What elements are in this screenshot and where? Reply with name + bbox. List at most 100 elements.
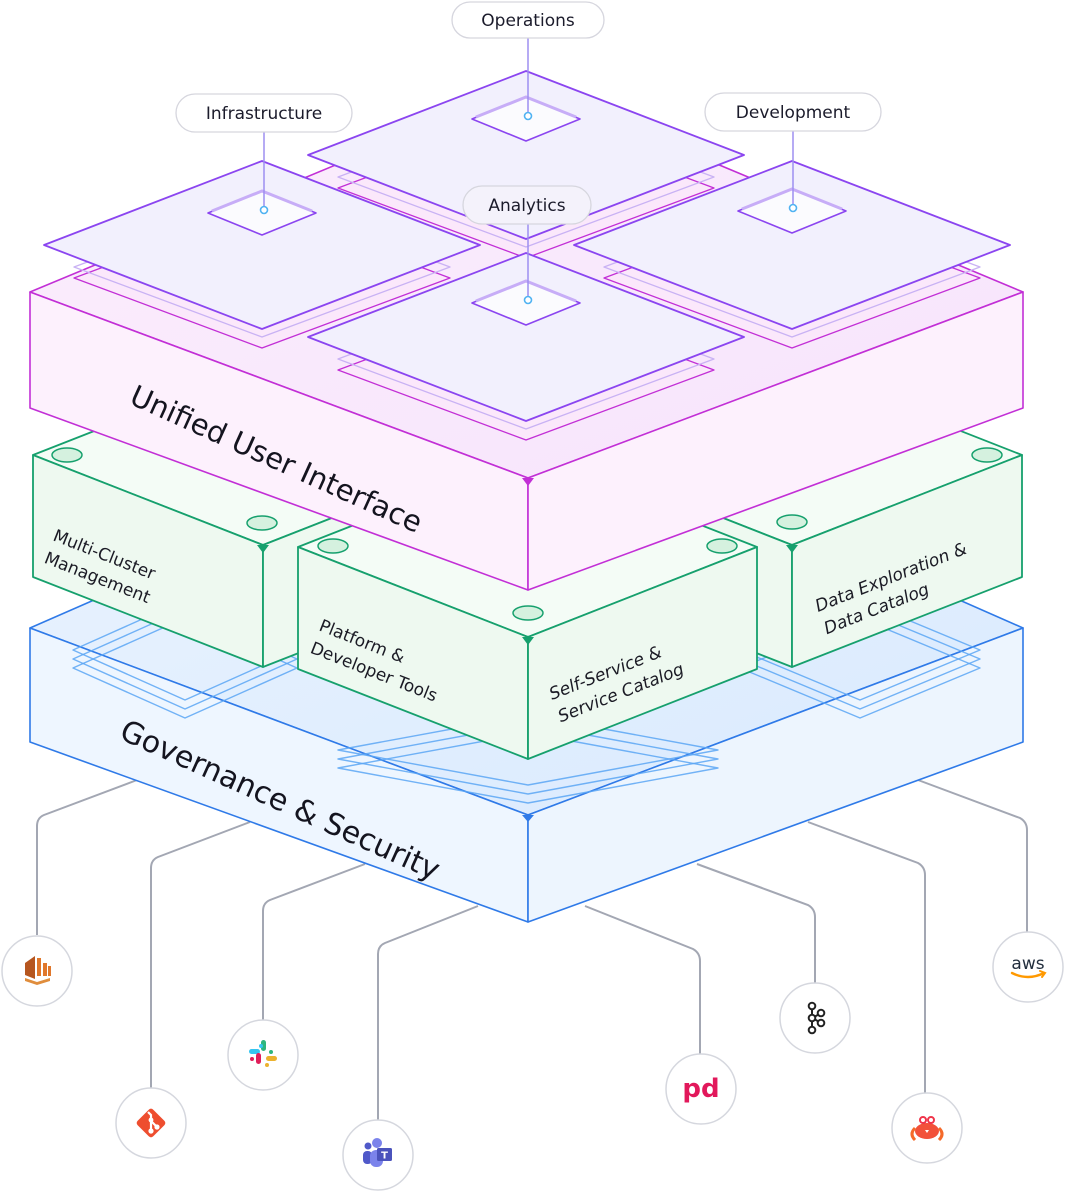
crab-mouth xyxy=(925,1130,929,1133)
aws-icon: aws xyxy=(1010,954,1047,979)
slack-icon xyxy=(249,1040,277,1067)
teams-shape xyxy=(377,1148,392,1161)
integration-teams[interactable]: T xyxy=(342,1119,414,1191)
panel-label-operations: Operations xyxy=(481,11,575,31)
panel-analytics[interactable]: Analytics xyxy=(307,185,745,441)
governance-plate xyxy=(72,617,298,719)
mount-hole xyxy=(246,515,278,531)
connector-line xyxy=(262,863,366,1020)
mount-hole xyxy=(317,538,349,554)
connector-line xyxy=(807,821,926,1093)
teams-shape xyxy=(372,1138,382,1148)
teams-shape xyxy=(364,1142,372,1150)
redshift-shape xyxy=(37,958,41,976)
integration-slack[interactable] xyxy=(227,1019,299,1091)
corner-notch xyxy=(522,637,534,645)
git-node xyxy=(148,1117,154,1123)
crab-eye xyxy=(919,1116,927,1124)
git-icon xyxy=(136,1108,166,1138)
panel-infrastructure[interactable]: Infrastructure xyxy=(43,93,481,349)
slack-bar xyxy=(261,1040,266,1051)
panel-plate xyxy=(573,160,1011,330)
panel-pin-icon xyxy=(259,205,269,215)
integration-pagerduty[interactable]: pd xyxy=(665,1053,737,1125)
ui-right-face xyxy=(527,291,1024,591)
governance-plate xyxy=(337,723,719,795)
governance-plate xyxy=(337,732,719,804)
git-node xyxy=(148,1128,154,1134)
slack-bar xyxy=(249,1049,260,1054)
panel-label-pill[interactable] xyxy=(704,92,882,132)
module-right-face xyxy=(791,454,1023,668)
panel-plate xyxy=(307,252,745,422)
redshift-icon xyxy=(25,956,51,985)
panel-socket-shade xyxy=(211,189,313,213)
connector-line xyxy=(150,821,251,1088)
panel-label-development: Development xyxy=(736,103,851,123)
integration-aws[interactable]: aws xyxy=(992,931,1064,1003)
slack-dot xyxy=(250,1057,254,1061)
kafka-node xyxy=(816,1018,826,1028)
panel-label-infrastructure: Infrastructure xyxy=(206,104,322,124)
connector-line xyxy=(36,779,138,935)
panel-label-analytics: Analytics xyxy=(488,196,565,216)
panel-pin-icon xyxy=(523,111,533,121)
corner-notch xyxy=(257,545,269,553)
panel-label-pill[interactable] xyxy=(451,1,605,39)
integration-connectors xyxy=(36,779,1028,1120)
panel-label-pill[interactable] xyxy=(462,185,592,225)
connector-line xyxy=(696,863,816,983)
crab-claw xyxy=(910,1126,944,1142)
corner-notch xyxy=(522,478,534,486)
teams-shape xyxy=(363,1151,372,1164)
redshift-shape xyxy=(25,956,35,979)
connector-line xyxy=(377,905,479,1120)
pagerduty-text: pd xyxy=(682,1074,719,1104)
redshift-shape xyxy=(25,978,50,985)
panel-plate xyxy=(43,160,481,330)
slack-dot xyxy=(259,1044,263,1048)
mount-hole xyxy=(51,447,83,463)
kafka-link xyxy=(811,1009,819,1027)
mount-hole xyxy=(971,447,1003,463)
mount-hole xyxy=(776,514,808,530)
panel-label-pill[interactable] xyxy=(175,93,353,133)
slack-bar xyxy=(256,1053,261,1064)
aws-smile xyxy=(1010,971,1046,979)
panel-pin-icon xyxy=(523,295,533,305)
integration-badge[interactable] xyxy=(227,1019,299,1091)
panel-plate xyxy=(307,70,745,240)
integration-kafka[interactable] xyxy=(779,982,851,1054)
redshift-shape xyxy=(48,966,51,976)
governance-plate xyxy=(72,608,298,710)
pagerduty-icon: pd xyxy=(682,1074,719,1104)
mount-hole xyxy=(706,538,738,554)
integrations: Tpd aws xyxy=(1,931,1064,1191)
module-right-face xyxy=(527,546,758,760)
integration-badge[interactable] xyxy=(665,1053,737,1125)
integration-crab[interactable] xyxy=(891,1092,963,1164)
integration-aws-redshift[interactable] xyxy=(1,935,73,1007)
panel-socket-shade xyxy=(741,187,843,211)
panel-pin-icon xyxy=(788,203,798,213)
redshift-shape xyxy=(43,963,47,976)
teams-letter: T xyxy=(381,1151,388,1162)
slack-dot xyxy=(269,1050,273,1054)
integration-badge[interactable] xyxy=(992,931,1064,1003)
crab-eye xyxy=(927,1116,935,1124)
panel-development[interactable]: Development xyxy=(573,92,1011,349)
mount-hole xyxy=(512,605,544,621)
slack-bar xyxy=(266,1056,277,1061)
integration-git[interactable] xyxy=(115,1087,187,1159)
aws-arrow xyxy=(1039,970,1047,978)
slack-dot xyxy=(265,1063,269,1067)
corner-notch xyxy=(522,815,534,822)
connector-line xyxy=(917,779,1028,932)
panel-socket-shade xyxy=(475,95,577,119)
git-node xyxy=(154,1124,160,1130)
aws-text: aws xyxy=(1011,954,1044,974)
kafka-icon xyxy=(807,1001,826,1035)
crab-icon xyxy=(910,1116,944,1142)
